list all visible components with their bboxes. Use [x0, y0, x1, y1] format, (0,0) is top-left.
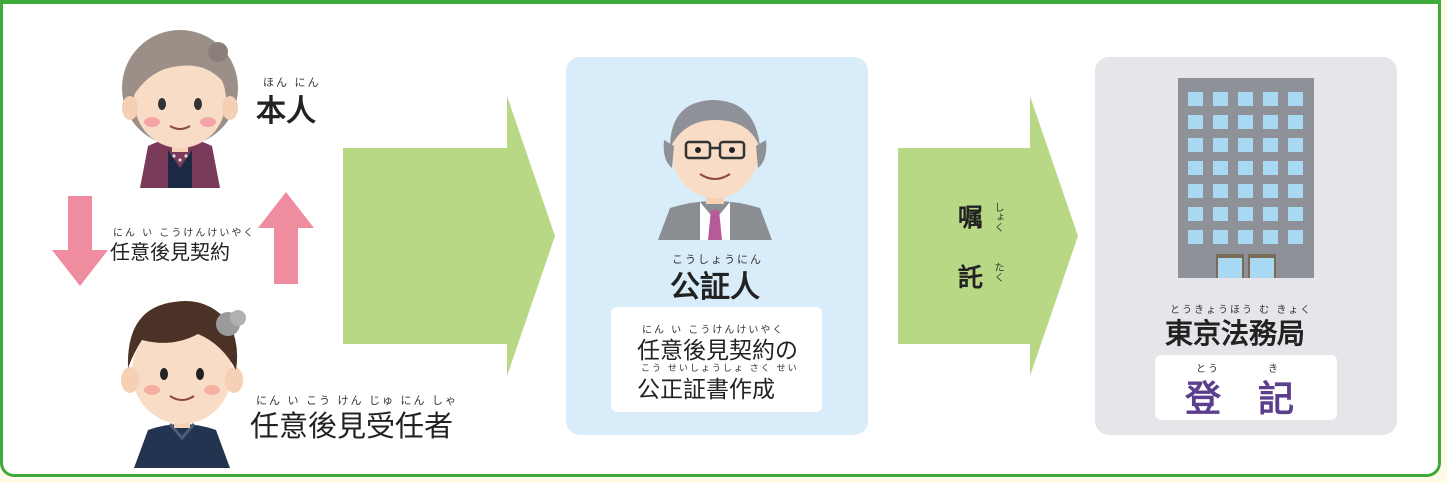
registration-char-2: 記 — [1258, 379, 1295, 420]
notary-illustration — [658, 100, 772, 240]
flow-arrow-2 — [898, 96, 1078, 376]
building-icon — [1178, 78, 1314, 278]
commission-char-2: 託 — [958, 263, 984, 292]
principal-label: 本人 — [256, 94, 316, 129]
guardian-label: 任意後見受任者 — [250, 409, 454, 443]
deed-card — [611, 307, 822, 412]
deed-line-1: 任意後見契約の — [637, 338, 798, 364]
registration-ruby-1: とう — [1196, 364, 1220, 375]
commission-ruby-1: しょく — [992, 202, 1003, 232]
contract-ruby: にん い こうけんけいやく — [113, 228, 256, 239]
principal-illustration — [122, 30, 238, 188]
principal-ruby: ほん にん — [263, 76, 321, 89]
deed-ruby-1: にん い こうけんけいやく — [642, 325, 785, 336]
bureau-ruby: とうきょうほう む きょく — [1170, 305, 1313, 316]
registration-ruby-2: き — [1268, 364, 1280, 375]
arrow-down-icon — [52, 196, 108, 286]
contract-label: 任意後見契約 — [110, 240, 230, 264]
deed-ruby-2: こう せいしょうしょ さく せい — [641, 364, 799, 374]
commission-char-1: 嘱 — [958, 203, 984, 232]
notary-ruby: こうしょうにん — [672, 253, 763, 266]
guardian-illustration — [121, 300, 246, 468]
registration-card — [1155, 355, 1337, 420]
guardian-ruby: にん い こう けん じゅ にん しゃ — [256, 394, 458, 407]
commission-ruby-2: たく — [992, 262, 1003, 282]
notary-label: 公証人 — [670, 270, 760, 305]
registration-char-1: 登 — [1185, 379, 1222, 420]
flow-arrow-1 — [343, 96, 555, 376]
deed-line-2: 公正証書作成 — [637, 377, 775, 403]
arrow-up-icon — [258, 192, 314, 284]
bureau-label: 東京法務局 — [1165, 317, 1306, 350]
